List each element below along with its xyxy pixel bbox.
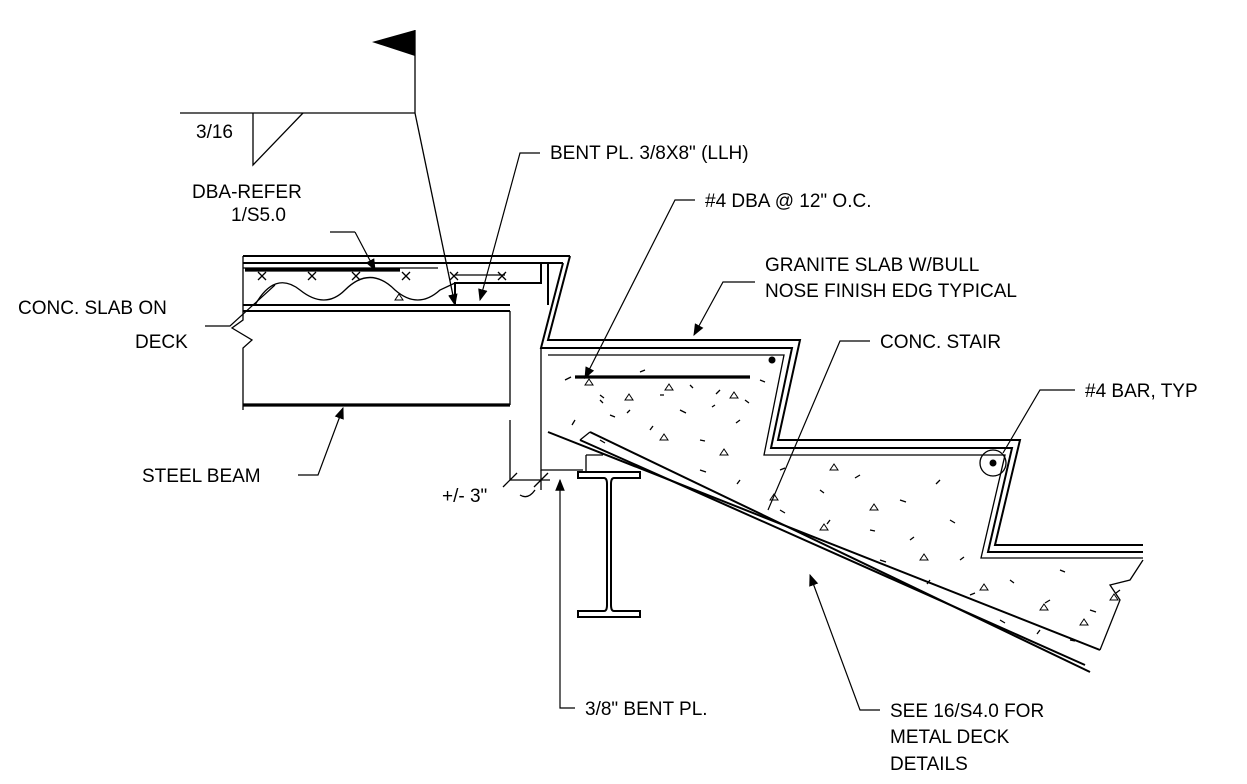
- concrete-slab-on-deck: [230, 255, 570, 410]
- bar-typ-dot-icon: [989, 459, 997, 467]
- see-detail-label-2: METAL DECK: [890, 727, 1010, 748]
- annotation-labels: 3/16 DBA-REFER 1/S5.0 BENT PL. 3/8X8" (L…: [18, 122, 1198, 775]
- support-i-beam: [577, 454, 641, 618]
- weld-symbol: [180, 30, 458, 307]
- conc-slab-label-2: DECK: [135, 332, 188, 353]
- steel-beam-label: STEEL BEAM: [142, 466, 261, 487]
- conc-stair-label: CONC. STAIR: [880, 332, 1001, 353]
- weld-size-label: 3/16: [196, 122, 233, 143]
- dba-refer-label: DBA-REFER: [192, 182, 302, 203]
- granite-slab-label-2: NOSE FINISH EDG TYPICAL: [765, 281, 1017, 302]
- see-detail-label: SEE 16/S4.0 FOR: [890, 701, 1044, 722]
- bent-plate-bottom-label: 3/8" BENT PL.: [585, 699, 708, 720]
- bar-typ-label: #4 BAR, TYP: [1085, 381, 1198, 402]
- top-rebar-dot-icon: [768, 356, 776, 364]
- clearance-label: +/- 3": [442, 486, 487, 507]
- granite-slab-label: GRANITE SLAB W/BULL: [765, 255, 979, 276]
- bent-plate-top-label: BENT PL. 3/8X8" (LLH): [550, 143, 749, 164]
- weld-flag-icon: [372, 30, 415, 56]
- steel-beam: [243, 311, 511, 480]
- dba-anchor-marks: [257, 271, 507, 281]
- aggregate-marks: [394, 293, 1119, 626]
- leader-lines: [205, 152, 1075, 711]
- clearance-dimension: [502, 470, 550, 498]
- conc-slab-label: CONC. SLAB ON: [18, 298, 167, 319]
- dba-refer-sheet-label: 1/S5.0: [231, 205, 286, 226]
- bar-typ-callout-circle: [979, 449, 1007, 477]
- concrete-stair: [394, 293, 1144, 673]
- concrete-hatch: [564, 369, 1121, 642]
- dba-rebar-label: #4 DBA @ 12" O.C.: [705, 191, 872, 212]
- see-detail-label-3: DETAILS: [890, 754, 968, 775]
